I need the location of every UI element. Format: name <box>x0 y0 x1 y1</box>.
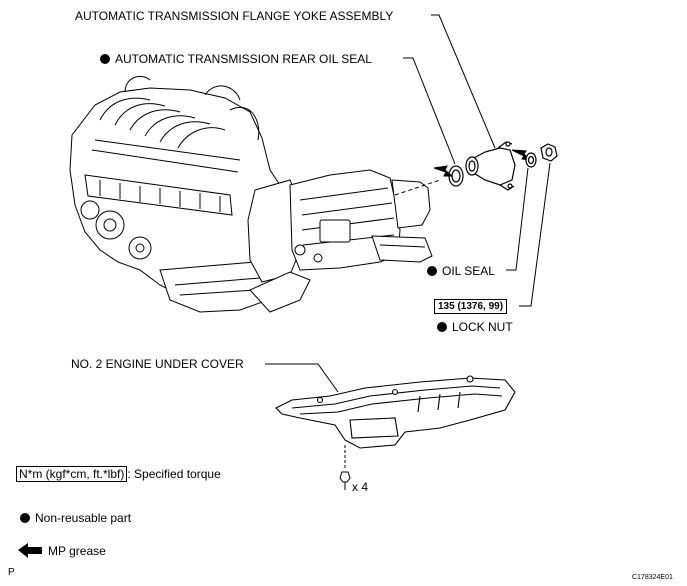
mp-grease-arrow-rear-seal <box>433 165 454 177</box>
non-reusable-bullet-icon <box>437 322 447 332</box>
engine-transmission-illustration <box>69 76 433 313</box>
oil-seal-label: OIL SEAL <box>427 264 495 278</box>
flange-yoke-label: AUTOMATIC TRANSMISSION FLANGE YOKE ASSEM… <box>75 9 394 23</box>
torque-spec-box: 135 (1376, 99) <box>434 299 508 314</box>
figure-id: C178324E01 <box>632 574 673 581</box>
bolt-part <box>339 471 351 490</box>
torque-desc: : Specified torque <box>127 467 221 481</box>
non-reusable-bullet-icon <box>100 54 110 64</box>
leader-lines <box>265 14 551 393</box>
bolt-quantity: x 4 <box>352 480 369 494</box>
corner-code-left: P <box>8 567 15 578</box>
rear-oil-seal-label: AUTOMATIC TRANSMISSION REAR OIL SEAL <box>100 52 372 66</box>
non-reusable-bullet-icon <box>427 266 437 276</box>
oil-seal-part <box>525 152 537 168</box>
assembly-centerline <box>394 179 441 196</box>
non-reusable-bullet-icon <box>20 513 30 523</box>
legend-mp-grease: MP grease <box>48 544 106 558</box>
under-cover-label: NO. 2 ENGINE UNDER COVER <box>71 357 244 371</box>
lock-nut-label: LOCK NUT <box>437 320 513 334</box>
lock-nut-part <box>540 143 558 162</box>
flange-yoke-part <box>465 141 516 191</box>
torque-unit-box: N*m (kgf*cm, ft.*lbf) <box>16 466 128 482</box>
legend-non-reusable: Non-reusable part <box>20 511 131 525</box>
legend-torque: N*m (kgf*cm, ft.*lbf): Specified torque <box>16 466 221 482</box>
under-cover-part <box>275 375 516 449</box>
legend-grease-arrow-icon <box>18 543 42 558</box>
